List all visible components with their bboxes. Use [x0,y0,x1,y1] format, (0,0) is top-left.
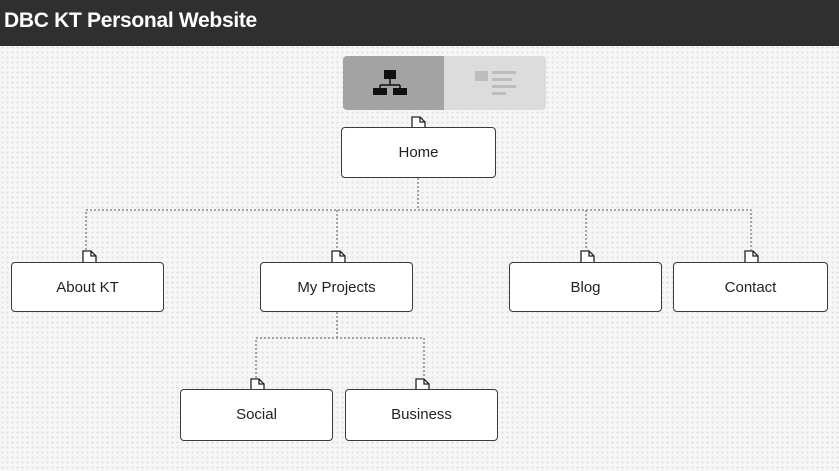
node-label: Blog [570,279,601,296]
sitemap-node-business[interactable]: Business [345,389,498,441]
site-title: DBC KT Personal Website [4,9,257,32]
node-label: Business [391,406,452,423]
sitemap-node-my-projects[interactable]: My Projects [260,262,413,312]
node-label: Social [236,406,277,423]
sitemap-node-contact[interactable]: Contact [673,262,828,312]
node-label: Home [398,144,439,161]
node-label: About KT [56,279,119,296]
node-label: Contact [724,279,777,296]
sitemap-view-button[interactable] [343,56,444,110]
sitemap-node-blog[interactable]: Blog [509,262,662,312]
sitemap-node-social[interactable]: Social [180,389,333,441]
view-toggle [343,56,546,110]
app-header: DBC KT Personal Website [0,0,839,46]
list-view-button[interactable] [444,56,546,110]
sitemap-node-about-kt[interactable]: About KT [11,262,164,312]
sitemap-icon [373,70,407,95]
sitemap-node-home[interactable]: Home [341,127,496,178]
node-label: My Projects [297,279,376,296]
list-view-icon [475,71,516,95]
